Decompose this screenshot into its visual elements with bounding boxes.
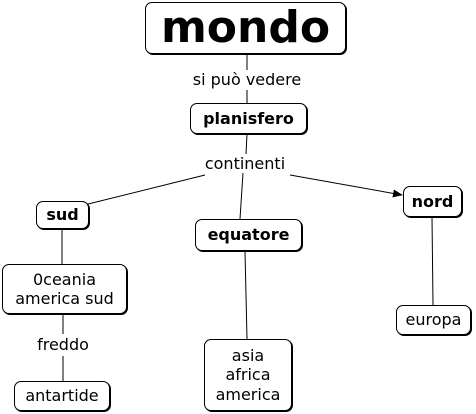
edge-continenti-to-nord — [289, 174, 403, 198]
concept-nord[interactable]: nord — [403, 186, 462, 217]
concept-planisfero[interactable]: planisfero — [190, 103, 307, 134]
link-label-si-puo-vedere: si può vedere — [182, 71, 312, 89]
edge-continenti-to-equatore — [239, 172, 244, 220]
concept-oceania-america-sud[interactable]: 0ceania america sud — [2, 264, 127, 314]
edge-equatore-to-asia — [244, 250, 248, 340]
concept-mondo[interactable]: mondo — [145, 2, 346, 54]
edge-nord-to-europa — [431, 216, 434, 306]
edge-planisfero-to-continenti — [245, 133, 248, 155]
concept-asia-africa-america[interactable]: asia africa america — [204, 339, 292, 411]
concept-sud[interactable]: sud — [36, 201, 89, 229]
link-label-continenti: continenti — [195, 155, 295, 173]
link-label-freddo: freddo — [28, 336, 98, 354]
concept-antartide[interactable]: antartide — [14, 381, 110, 411]
edge-continenti-to-sud — [75, 174, 206, 209]
concept-europa[interactable]: europa — [396, 305, 471, 335]
concept-equatore[interactable]: equatore — [195, 219, 302, 251]
